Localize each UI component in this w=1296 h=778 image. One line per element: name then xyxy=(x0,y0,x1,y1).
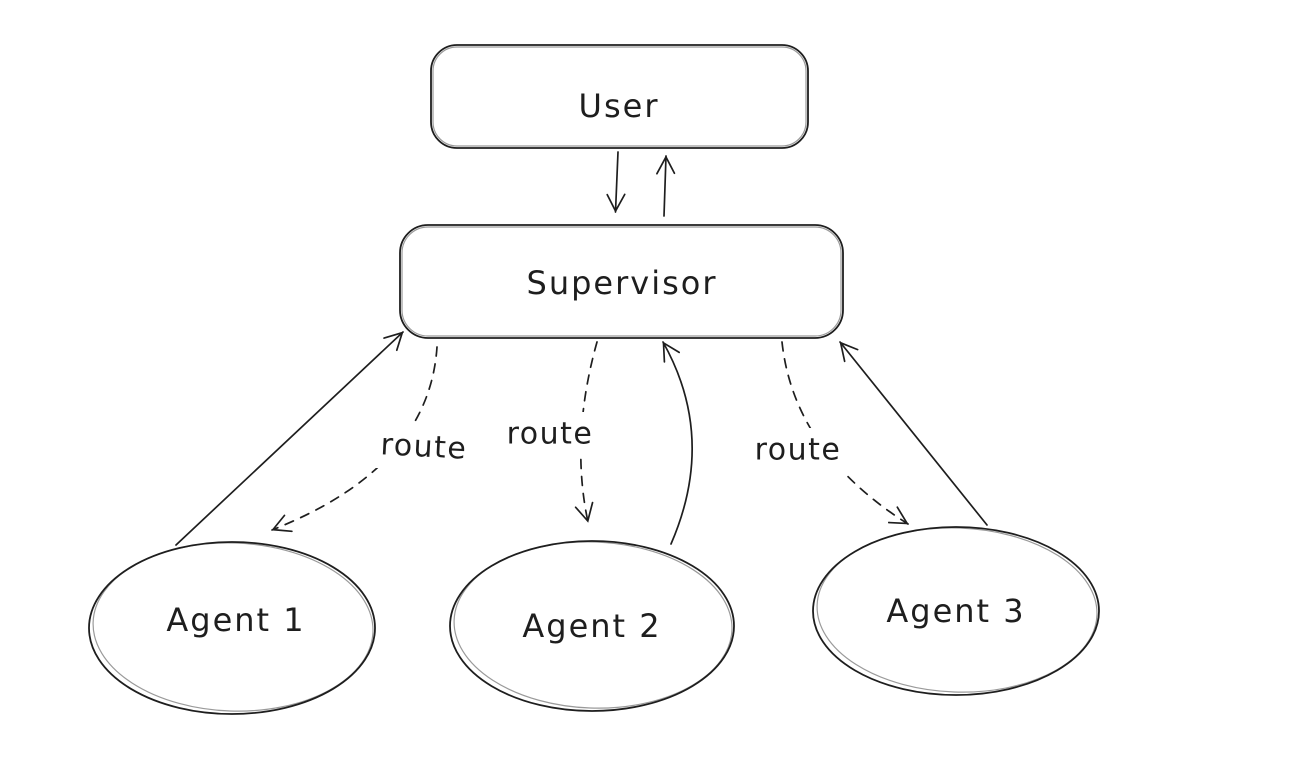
route-label1: route xyxy=(380,427,468,466)
edge-supervisor-to-user xyxy=(656,155,676,217)
route-label3-background xyxy=(740,428,858,472)
supervisor-box xyxy=(399,224,844,339)
supervisor-box-sketch-echo xyxy=(401,226,842,337)
route-label2-background xyxy=(494,412,608,456)
edge-agent3-to-supervisor xyxy=(839,341,988,526)
agent2-ellipse-sketch-echo xyxy=(453,541,733,709)
supervisor-node-label: Supervisor xyxy=(527,264,718,302)
user-node-label: User xyxy=(579,87,660,125)
agent2-ellipse xyxy=(449,540,735,712)
route-label1-background xyxy=(370,426,480,468)
agent1-ellipse-sketch-echo xyxy=(92,542,374,712)
node-agent3 xyxy=(812,526,1100,696)
agent3-ellipse-sketch-echo xyxy=(816,527,1098,693)
agent3-ellipse xyxy=(812,526,1100,696)
agent1-node-label: Agent 1 xyxy=(166,601,305,639)
node-agent1 xyxy=(88,541,376,715)
user-box-sketch-echo xyxy=(432,46,807,147)
edge-agent2-to-supervisor xyxy=(662,341,694,545)
route-label3: route xyxy=(755,433,842,468)
user-box xyxy=(430,44,809,149)
agent1-ellipse xyxy=(88,541,376,715)
agent3-node-label: Agent 3 xyxy=(886,592,1025,630)
node-user xyxy=(430,44,809,149)
edge-agent1-to-supervisor xyxy=(175,331,404,546)
edge-user-to-supervisor xyxy=(606,151,626,213)
agent2-node-label: Agent 2 xyxy=(522,607,661,645)
node-agent2 xyxy=(449,540,735,712)
node-supervisor xyxy=(399,224,844,339)
route-label2: route xyxy=(507,417,594,452)
